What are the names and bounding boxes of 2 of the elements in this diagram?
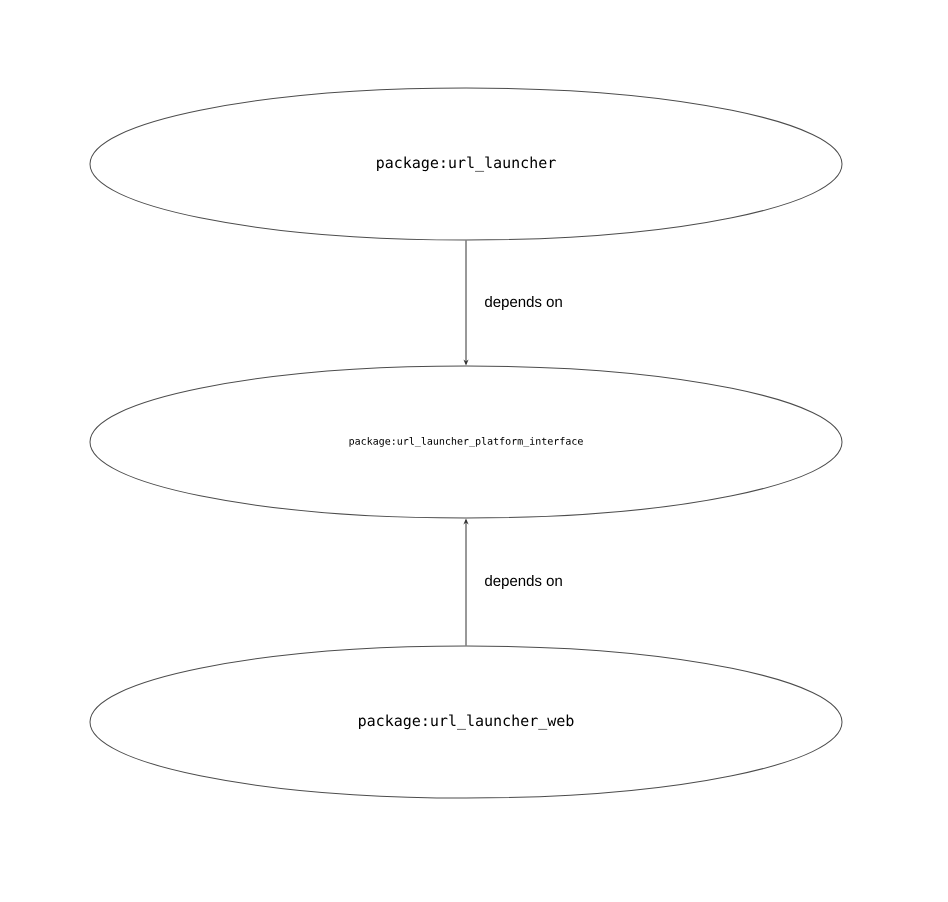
arrow — [464, 519, 468, 646]
arrow — [464, 240, 468, 365]
